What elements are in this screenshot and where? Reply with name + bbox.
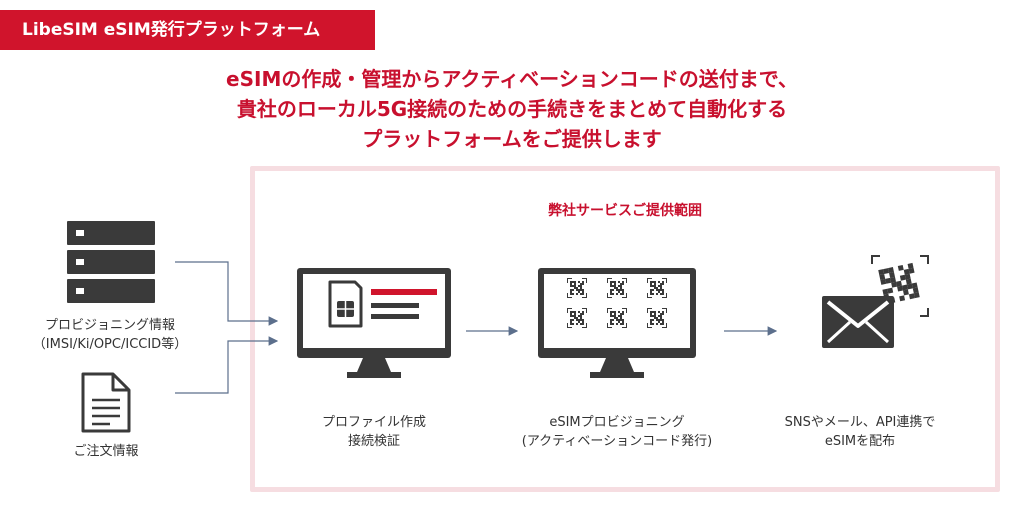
headline: eSIMの作成・管理からアクティベーションコードの送付まで、 貴社のローカル5G… (0, 64, 1024, 154)
qr-code-icon (607, 308, 627, 328)
order-info-label: ご注文情報 (73, 444, 139, 459)
profile-creation-caption: プロファイル作成 接続検証 (284, 413, 464, 451)
monitor-qr-icon (538, 268, 696, 378)
qr-code-icon (647, 278, 667, 298)
service-scope-frame (250, 166, 1000, 492)
qr-code-icon (878, 262, 920, 305)
headline-line-3: プラットフォームをご提供します (362, 127, 662, 151)
service-scope-label: 弊社サービスご提供範囲 (548, 203, 702, 219)
provisioning-info-label: プロビジョニング情報 (44, 318, 175, 333)
esim-provisioning-caption: eSIMプロビジョニング (アクティベーションコード発行) (512, 413, 722, 451)
provisioning-info-caption: プロビジョニング情報 （IMSI/Ki/OPC/ICCID等） (20, 316, 200, 354)
provisioning-info-detail: （IMSI/Ki/OPC/ICCID等） (32, 337, 188, 352)
esim-provisioning-label: eSIMプロビジョニング (549, 415, 685, 430)
distribution-channels-label: SNSやメール、API連携で (784, 415, 936, 430)
sim-card-icon (328, 280, 363, 328)
connection-test-label: 接続検証 (347, 434, 400, 449)
qr-code-icon (647, 308, 667, 328)
headline-line-1: eSIMの作成・管理からアクティベーションコードの送付まで、 (226, 67, 798, 91)
qr-frame-icon (871, 255, 929, 317)
qr-code-icon (567, 278, 587, 298)
arrow-provisioning-to-profile (175, 261, 279, 326)
qr-code-icon (607, 278, 627, 298)
profile-creation-label: プロファイル作成 (321, 415, 426, 430)
document-icon (81, 372, 131, 433)
envelope-qr-icon (822, 255, 929, 348)
server-icon (67, 221, 155, 303)
distribution-caption: SNSやメール、API連携で eSIMを配布 (770, 413, 950, 451)
monitor-sim-icon (297, 268, 451, 378)
headline-line-2: 貴社のローカル5G接続のための手続きをまとめて自動化する (236, 97, 788, 121)
arrow-order-to-profile (175, 336, 279, 394)
activation-code-label: (アクティベーションコード発行) (521, 434, 713, 449)
page-banner: LibeSIM eSIM発行プラットフォーム (0, 10, 375, 50)
envelope-icon (822, 296, 894, 348)
qr-code-icon (567, 308, 587, 328)
distribute-esim-label: eSIMを配布 (824, 434, 896, 449)
qr-code-grid (567, 278, 667, 328)
